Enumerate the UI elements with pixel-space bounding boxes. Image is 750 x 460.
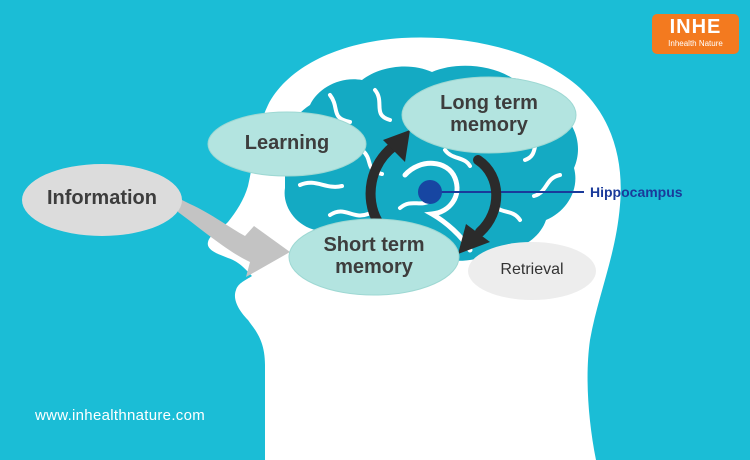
short-term-memory-bubble	[288, 218, 460, 296]
website-url: www.inhealthnature.com	[35, 407, 206, 424]
long-term-memory-label: Long term memory	[440, 92, 538, 137]
information-bubble	[22, 164, 182, 236]
logo-text: INHE	[669, 16, 722, 38]
inhe-logo[interactable]: INHE Inhealth Nature	[652, 14, 739, 54]
retrieval-bubble	[468, 242, 596, 300]
retrieval-label: Retrieval	[500, 261, 564, 278]
up-curve-arrowhead	[383, 130, 410, 162]
hippocampus-structure	[402, 160, 473, 253]
short-term-memory-label: Short term memory	[323, 234, 425, 279]
down-curve-arrowhead	[458, 224, 490, 254]
information-arrow	[178, 198, 290, 277]
learning-bubble	[207, 111, 367, 177]
brain-folds	[298, 88, 562, 222]
learning-label: Learning	[244, 132, 330, 154]
logo-subtext: Inhealth Nature	[668, 39, 723, 48]
hippocampus-dot	[418, 180, 442, 204]
up-curve-arrow	[365, 141, 399, 227]
down-curve-arrow	[473, 155, 502, 237]
information-label: Information	[47, 187, 157, 209]
long-term-memory-bubble	[401, 76, 577, 154]
hippocampus-label: Hippocampus	[590, 184, 683, 200]
